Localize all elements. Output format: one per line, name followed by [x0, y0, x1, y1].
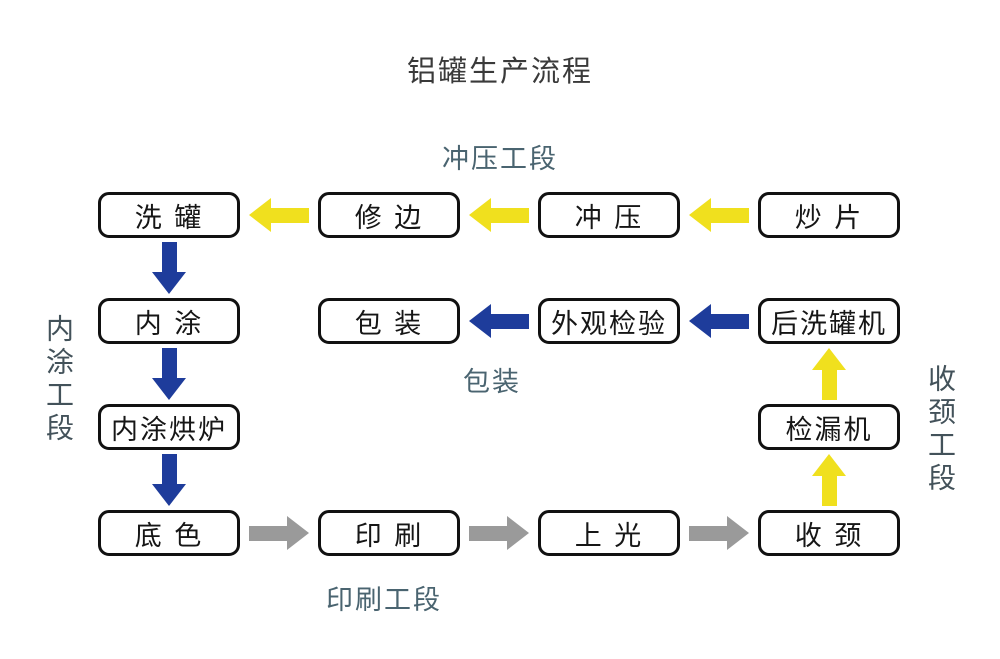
arrow-wash-to-coating-icon: [152, 242, 186, 294]
section-label-necking: 收颈工段: [924, 364, 957, 496]
step-visual-inspection: 外观检验: [538, 298, 680, 344]
step-printing: 印 刷: [318, 510, 460, 556]
section-label-stamping: 冲压工段: [442, 144, 558, 175]
step-inner-coating: 内 涂: [98, 298, 240, 344]
step-post-wash-machine: 后洗罐机: [758, 298, 900, 344]
step-wash-can: 洗 罐: [98, 192, 240, 238]
step-sheet-frying: 炒 片: [758, 192, 900, 238]
step-leak-detector: 检漏机: [758, 404, 900, 450]
step-coating-oven: 内涂烘炉: [98, 404, 240, 450]
step-varnishing: 上 光: [538, 510, 680, 556]
arrow-fry-to-stamp-icon: [689, 198, 749, 232]
step-packing: 包 装: [318, 298, 460, 344]
arrow-leaktest-to-postwash-icon: [812, 348, 846, 400]
page-title: 铝罐生产流程: [406, 54, 593, 88]
arrow-print-to-varnish-icon: [469, 516, 529, 550]
step-trim-edge: 修 边: [318, 192, 460, 238]
arrow-inspection-to-packing-icon: [469, 304, 529, 338]
step-necking: 收 颈: [758, 510, 900, 556]
step-stamping: 冲 压: [538, 192, 680, 238]
arrow-trim-to-wash-icon: [249, 198, 309, 232]
step-base-color: 底 色: [98, 510, 240, 556]
section-label-inner-coating: 内涂工段: [42, 314, 75, 446]
arrow-necking-to-leaktest-icon: [812, 454, 846, 506]
arrow-coating-to-oven-icon: [152, 348, 186, 400]
arrow-varnish-to-necking-icon: [689, 516, 749, 550]
section-label-packing: 包装: [463, 367, 521, 398]
arrow-oven-to-basecolor-icon: [152, 454, 186, 506]
section-label-printing: 印刷工段: [326, 585, 442, 616]
arrow-stamp-to-trim-icon: [469, 198, 529, 232]
arrow-postwash-to-inspection-icon: [689, 304, 749, 338]
arrow-basecolor-to-print-icon: [249, 516, 309, 550]
